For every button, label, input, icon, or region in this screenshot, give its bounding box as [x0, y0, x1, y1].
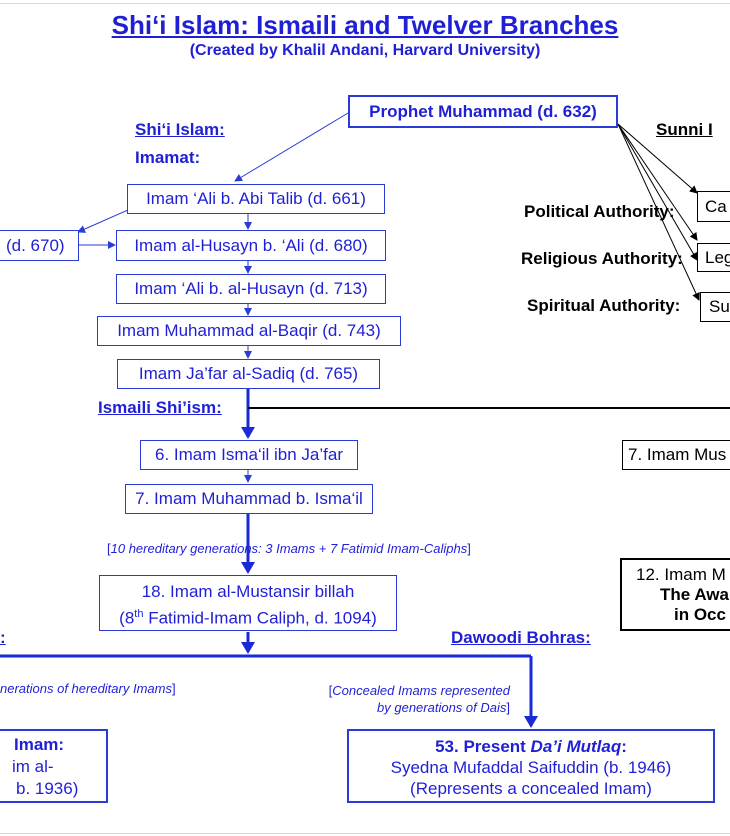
religious-box: Leg [697, 243, 730, 272]
nizari-box-line-3: b. 1936) [16, 779, 79, 798]
political-label: Political Authority: [524, 202, 675, 221]
dawoodi-note-close: ] [506, 700, 510, 715]
mahdi-line-1: 12. Imam M [636, 565, 726, 584]
nizari-note-italic: nerations of hereditary Imams [0, 681, 172, 696]
dawoodi-note: [Concealed Imams represented by generati… [298, 682, 510, 716]
note-italic-part-2: 3 Imams + 7 Fatimid Imam-Caliphs [265, 541, 468, 556]
dai-line-3: (Represents a concealed Imam) [410, 779, 652, 798]
generations-note: [10 hereditary generations: 3 Imams + 7 … [107, 541, 471, 556]
political-box: Ca [697, 191, 730, 222]
arrow-prophet-to-ali [234, 112, 349, 182]
imam-zayn-box: Imam ‘Ali b. al-Husayn (d. 713) [116, 274, 386, 304]
dai-line-1-post: : [621, 737, 627, 756]
dawoodi-note-open: [ [328, 683, 333, 698]
imam-husayn-box: Imam al-Husayn b. ‘Ali (d. 680) [116, 230, 386, 261]
mustansir-line-2: (8th Fatimid-Imam Caliph, d. 1094) [100, 603, 396, 630]
note-open-bracket: [ [107, 541, 111, 556]
nizari-box-line-1: Imam: [14, 735, 65, 754]
dawoodi-note-line-2: by generations of Dais [377, 700, 507, 715]
dai-line-2: Syedna Mufaddal Saifuddin (b. 1946) [390, 758, 672, 777]
twelver-imam-mahdi-box: 12. Imam M The Awa in Occ [620, 558, 730, 631]
bottom-border [0, 833, 730, 834]
spiritual-label: Spiritual Authority: [527, 296, 681, 315]
page-subtitle: (Created by Khalil Andani, Harvard Unive… [189, 42, 541, 59]
dawoodi-heading: Dawoodi Bohras: [451, 628, 591, 647]
imamat-heading: Imamat: [135, 148, 201, 167]
arrow-to-religious-2 [617, 123, 698, 241]
mustansir-line-1: 18. Imam al-Mustansir billah [141, 582, 355, 601]
dawoodi-dai-box: 53. Present Da’i Mutlaq: Syedna Mufaddal… [347, 729, 715, 803]
nizari-note-bracket: ] [171, 681, 176, 696]
sunni-heading: Sunni I [656, 120, 713, 139]
shii-heading: Shi‘i Islam: [135, 120, 225, 139]
top-border [0, 3, 730, 4]
mustansir-line-2-sup: th [134, 608, 144, 620]
dawoodi-note-line-1: Concealed Imams represented [332, 683, 510, 698]
nizari-box-line-2: im al- [12, 757, 54, 776]
imam-sadiq-box: Imam Ja’far al-Sadiq (d. 765) [117, 359, 380, 389]
dai-line-1-title: Da’i Mutlaq [530, 737, 622, 756]
twelver-imam-musa-box: 7. Imam Mus [622, 440, 730, 470]
imam-hasan-box: (d. 670) [0, 230, 79, 261]
imam-muhammad-ismail-box: 7. Imam Muhammad b. Isma‘il [125, 484, 373, 514]
nizari-note: nerations of hereditary Imams] [0, 681, 176, 696]
mahdi-line-2: The Awa [660, 585, 729, 604]
dai-line-1: 53. Present Da’i Mutlaq: [349, 736, 713, 757]
imam-mustansir-box: 18. Imam al-Mustansir billah (8th Fatimi… [99, 575, 397, 631]
mahdi-line-3: in Occ [674, 605, 726, 624]
page-title: Shi‘i Islam: Ismaili and Twelver Branche… [111, 10, 619, 40]
arrow-to-religious [617, 123, 698, 261]
imam-ismail-box: 6. Imam Isma‘il ibn Ja’far [140, 440, 358, 470]
mustansir-line-2-post: Fatimid-Imam Caliph, d. 1094) [143, 608, 377, 628]
note-close-bracket: ] [467, 541, 471, 556]
note-italic-part-1: 10 hereditary generations: [110, 541, 266, 556]
spiritual-box: Su [700, 292, 730, 322]
imam-ali-box: Imam ‘Ali b. Abi Talib (d. 661) [127, 184, 385, 214]
nizari-heading-fragment: : [0, 628, 6, 647]
imam-baqir-box: Imam Muhammad al-Baqir (d. 743) [97, 316, 401, 346]
arrow-to-spiritual [617, 123, 700, 301]
nizari-imam-box: Imam: im al- b. 1936) [0, 729, 108, 803]
arrow-ali-to-hasan [77, 209, 129, 233]
mustansir-line-2-pre: (8 [119, 608, 135, 628]
ismaili-heading: Ismaili Shi’ism: [98, 398, 222, 417]
prophet-box: Prophet Muhammad (d. 632) [348, 95, 618, 128]
religious-label: Religious Authority: [521, 249, 683, 268]
arrow-to-political [617, 123, 698, 194]
dai-line-1-pre: 53. Present [435, 737, 531, 756]
